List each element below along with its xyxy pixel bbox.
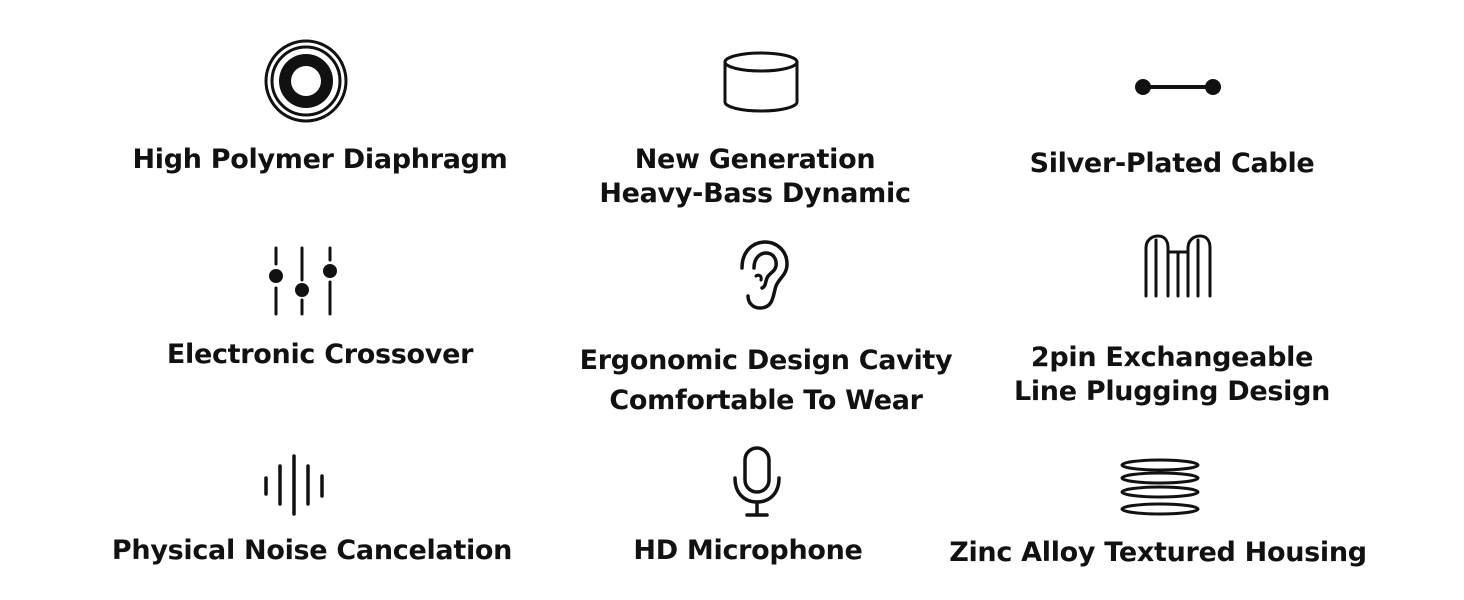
- feature-label: Electronic Crossover: [166, 339, 474, 370]
- feature-label: High Polymer Diaphragm: [132, 144, 508, 175]
- feature-label: 2pin Exchangeable Line Plugging Design: [1013, 342, 1331, 407]
- feature-label: Physical Noise Cancelation: [111, 535, 513, 566]
- cable-icon: [1135, 79, 1221, 95]
- feature-label: Ergonomic Design Cavity Comfortable To W…: [579, 345, 953, 416]
- feature-label: New Generation Heavy-Bass Dynamic: [599, 144, 911, 209]
- cylinder-driver-icon: [723, 51, 799, 113]
- two-pin-connector-icon: [1144, 234, 1212, 298]
- equalizer-sliders-icon: [269, 246, 337, 316]
- diaphragm-icon: [264, 39, 348, 123]
- ear-icon: [740, 240, 789, 310]
- feature-label: Silver-Plated Cable: [1029, 148, 1315, 179]
- sound-wave-icon: [264, 454, 324, 516]
- stacked-discs-icon: [1120, 458, 1200, 516]
- microphone-icon: [733, 446, 781, 517]
- feature-label: Zinc Alloy Textured Housing: [949, 537, 1367, 568]
- feature-label: HD Microphone: [633, 535, 863, 566]
